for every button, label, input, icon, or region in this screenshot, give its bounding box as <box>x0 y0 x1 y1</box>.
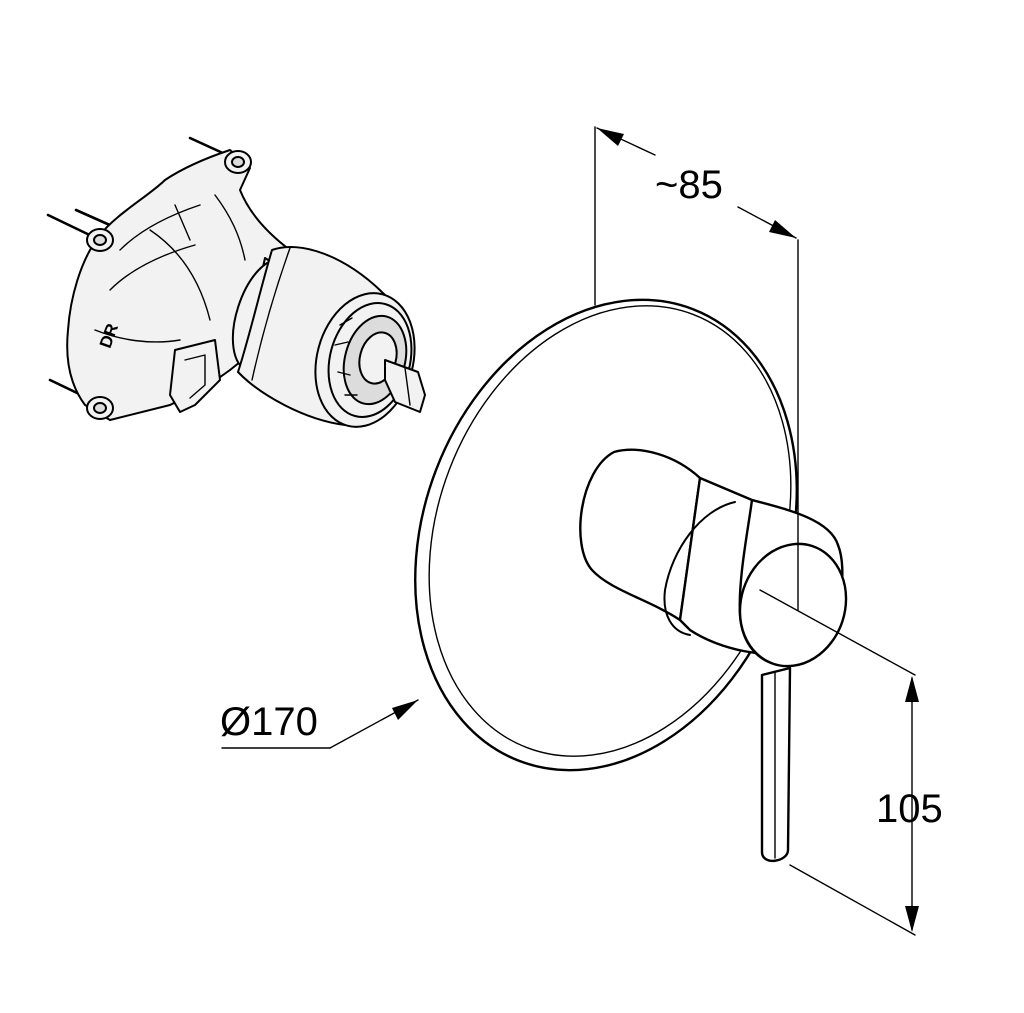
concealed-valve-body: DR <box>46 136 426 428</box>
lever <box>760 666 792 862</box>
dimension-diameter-label: Ø170 <box>220 700 318 744</box>
dimension-depth: ~85 <box>594 126 799 611</box>
casting-detail <box>94 194 246 343</box>
mounting-lugs <box>86 150 252 420</box>
dimension-height-label: 105 <box>876 787 943 831</box>
cartridge-housing <box>231 246 426 428</box>
dimension-diameter: Ø170 <box>220 699 419 749</box>
valve-bracket <box>169 339 221 413</box>
mixer-handle <box>579 448 848 862</box>
valve-stem <box>384 359 426 413</box>
dimension-depth-label: ~85 <box>655 163 723 207</box>
dimension-height: 105 <box>759 589 943 936</box>
